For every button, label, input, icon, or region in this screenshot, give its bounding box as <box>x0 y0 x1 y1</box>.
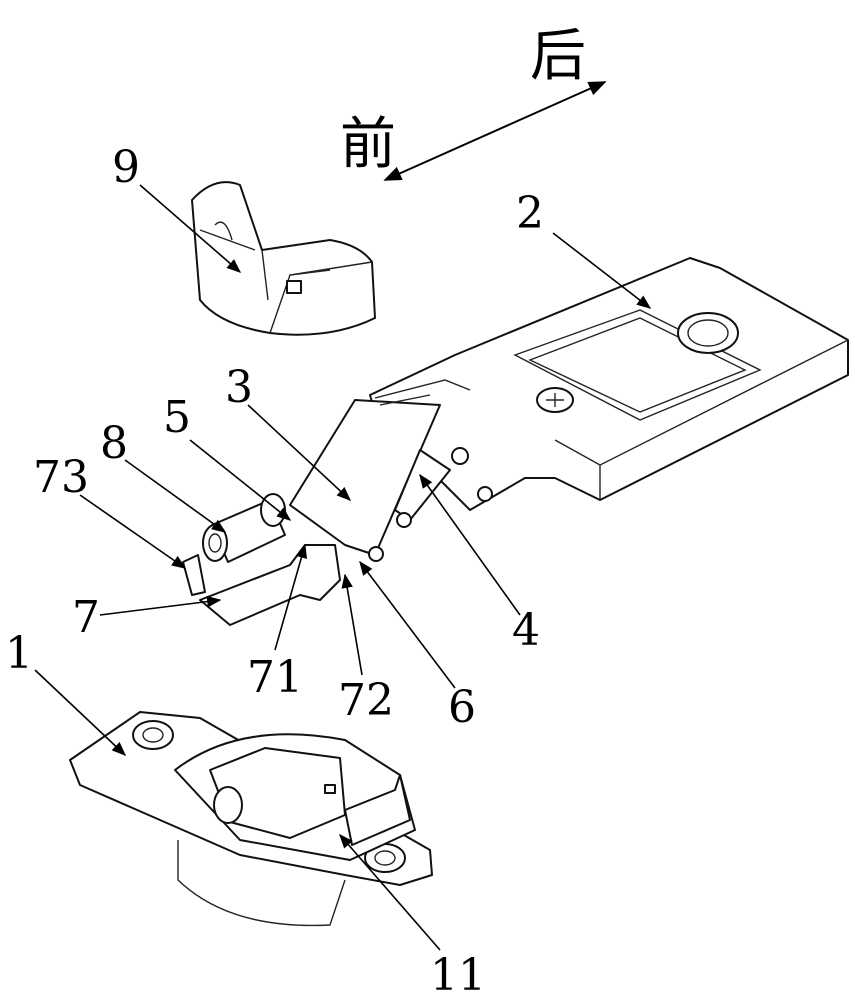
leader-4 <box>419 473 521 616</box>
label-8: 8 <box>100 418 128 469</box>
label-1: 1 <box>5 628 33 679</box>
label-6: 6 <box>448 682 476 733</box>
label-9: 9 <box>112 142 140 193</box>
leader-8 <box>124 459 227 533</box>
leader-6 <box>359 560 456 689</box>
leader-73 <box>79 494 187 569</box>
leader-71 <box>274 543 307 651</box>
part-7-damper-bracket <box>182 544 341 626</box>
leader-7 <box>99 595 222 616</box>
direction-indicator: 后 前 <box>340 24 607 181</box>
part-1-cup-base <box>69 711 433 927</box>
leader-lines <box>34 184 652 951</box>
leader-2 <box>552 232 652 309</box>
leader-9 <box>139 184 242 273</box>
leader-72 <box>341 573 363 676</box>
label-11: 11 <box>430 950 486 1000</box>
label-5: 5 <box>163 392 191 443</box>
label-4: 4 <box>512 605 540 656</box>
part-9-cover-cap <box>191 181 376 336</box>
part-8-damper <box>202 493 384 563</box>
leader-5 <box>189 439 292 521</box>
leader-3 <box>247 404 352 501</box>
direction-arrow <box>383 81 607 181</box>
label-73: 73 <box>33 452 89 503</box>
label-2: 2 <box>516 188 544 239</box>
label-3: 3 <box>225 362 253 413</box>
leader-11 <box>339 833 441 951</box>
part-2-hinge-arm <box>369 257 849 511</box>
label-71: 71 <box>247 652 303 703</box>
label-72: 72 <box>338 675 394 726</box>
leader-1 <box>34 669 127 756</box>
label-7: 7 <box>72 592 100 643</box>
reference-labels: 9 2 3 5 8 73 7 71 72 6 4 1 11 <box>5 142 544 1000</box>
rear-label: 后 <box>530 24 586 89</box>
front-label: 前 <box>340 112 396 177</box>
